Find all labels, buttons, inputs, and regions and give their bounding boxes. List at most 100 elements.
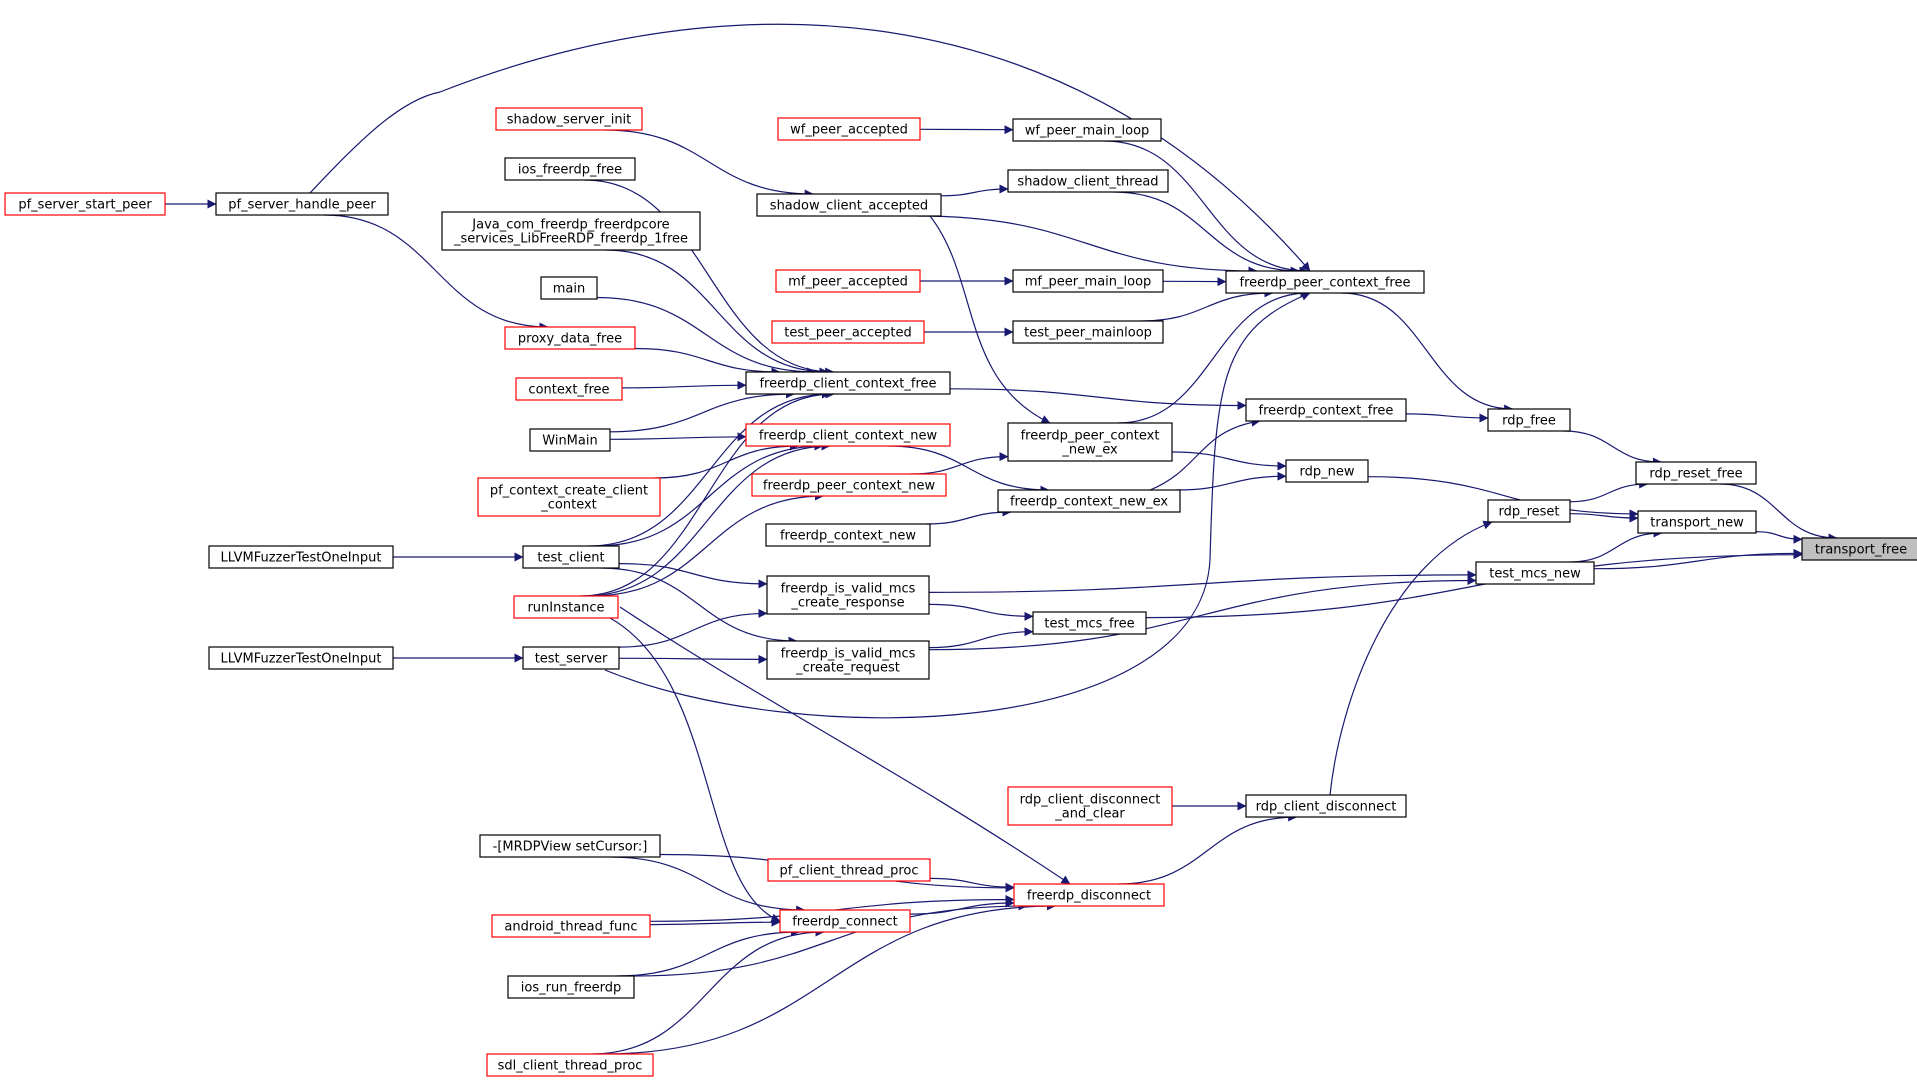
node-box: [751, 473, 947, 497]
node-freerdp-client-context-free[interactable]: freerdp_client_context_free: [745, 371, 951, 395]
node-pf-client-thread-proc[interactable]: pf_client_thread_proc: [767, 858, 931, 882]
node-freerdp-connect[interactable]: freerdp_connect: [779, 909, 911, 933]
node-test-mcs-new[interactable]: test_mcs_new: [1475, 561, 1595, 585]
node-freerdp-context-new-ex[interactable]: freerdp_context_new_ex: [997, 489, 1181, 513]
node-sdl-client-thread-proc[interactable]: sdl_client_thread_proc: [486, 1053, 654, 1077]
edge-transport_new-to-transport_free: [1755, 531, 1803, 544]
edge-pf_server_handle_peer-to-freerdp_peer_context_free: [309, 23, 1311, 272]
node-ios-run-freerdp[interactable]: ios_run_freerdp: [507, 975, 635, 999]
edge-path: [621, 380, 747, 390]
node-box: [1013, 883, 1165, 907]
edge-freerdp_context_free-to-rdp_free: [1405, 413, 1489, 423]
node-transport-new[interactable]: transport_new: [1637, 510, 1757, 534]
node-box: [504, 326, 636, 350]
edge-path: [604, 292, 1311, 719]
node-box: [495, 107, 643, 131]
node-proxy-data-free[interactable]: proxy_data_free: [504, 326, 636, 350]
function-nodes: transport_free rdp_reset_free transport_ne…: [4, 107, 1917, 1077]
node-freerdp-peer-context-free[interactable]: freerdp_peer_context_free: [1225, 270, 1425, 294]
node-llvm-fuzzer-1[interactable]: LLVMFuzzerTestOneInput: [208, 545, 394, 569]
node-ios-freerdp-free[interactable]: ios_freerdp_free: [504, 157, 636, 181]
node-rdp-reset-free[interactable]: rdp_reset_free: [1635, 461, 1757, 485]
edge-freerdp_peer_context_new_ex-to-rdp_new: [1171, 451, 1287, 471]
node-freerdp-client-context-new[interactable]: freerdp_client_context_new: [745, 423, 951, 447]
edge-test_server-to-freerdp_peer_context_free: [604, 292, 1311, 719]
node-box: [765, 523, 931, 547]
node-rdp-client-disconnect[interactable]: rdp_client_disconnect: [1245, 794, 1407, 818]
node-pf-server-start-peer[interactable]: pf_server_start_peer: [4, 192, 166, 216]
node-main[interactable]: main: [540, 276, 598, 300]
node-freerdp-context-new[interactable]: freerdp_context_new: [765, 523, 931, 547]
edge-path: [604, 129, 814, 199]
node-mf-peer-accepted[interactable]: mf_peer_accepted: [775, 269, 921, 293]
node-label-line: rdp_new: [1300, 465, 1355, 480]
node-box: [4, 192, 166, 216]
node-WinMain[interactable]: WinMain: [529, 428, 611, 452]
node-test-mcs-free[interactable]: test_mcs_free: [1032, 611, 1147, 635]
edge-freerdp_is_valid_mcs_create_request-to-test_mcs_free: [928, 627, 1034, 649]
edge-path: [1367, 476, 1639, 519]
node-freerdp-context-free[interactable]: freerdp_context_free: [1245, 398, 1407, 422]
node-box: [1007, 786, 1173, 826]
node-box: [540, 276, 598, 300]
edge-path: [888, 445, 1050, 495]
edge-path: [583, 441, 831, 597]
node-rdp-free[interactable]: rdp_free: [1487, 408, 1571, 432]
edge-path: [940, 184, 1009, 197]
node-pf-context-create-client-context[interactable]: pf_context_create_client_context: [477, 477, 661, 517]
node-android-thread-func[interactable]: android_thread_func: [491, 914, 651, 938]
edge-path: [600, 567, 798, 646]
edge-context_free-to-freerdp_client_context_free: [621, 380, 747, 390]
node-shadow-server-init[interactable]: shadow_server_init: [495, 107, 643, 131]
edge-path: [605, 249, 829, 377]
edge-path: [579, 389, 835, 597]
node-label-line: freerdp_peer_context_free: [1240, 276, 1411, 291]
edge-pf_context_create_client_context-to-freerdp_client_context_new: [654, 441, 799, 479]
edge-path: [1341, 292, 1514, 414]
node-mf-peer-main-loop[interactable]: mf_peer_main_loop: [1012, 269, 1164, 293]
node-rdp-client-disconnect-and-clear[interactable]: rdp_client_disconnect_and_clear: [1007, 786, 1173, 826]
node-label-line: sdl_client_thread_proc: [498, 1059, 643, 1074]
node-test-peer-mainloop[interactable]: test_peer_mainloop: [1012, 320, 1164, 344]
node-freerdp-peer-context-new[interactable]: freerdp_peer_context_new: [751, 473, 947, 497]
node-shadow-client-accepted[interactable]: shadow_client_accepted: [756, 193, 942, 217]
node-box: [208, 646, 394, 670]
node-label-line: LLVMFuzzerTestOneInput: [221, 652, 382, 667]
edge-test_mcs_new-to-transport_new: [1569, 528, 1663, 563]
node-freerdp-disconnect[interactable]: freerdp_disconnect: [1013, 883, 1165, 907]
edge-pf_server_handle_peer-to-proxy_data_free: [323, 214, 549, 332]
node-runInstance[interactable]: runInstance: [513, 595, 619, 619]
node-label-line: _context: [540, 498, 597, 513]
node-llvm-fuzzer-2[interactable]: LLVMFuzzerTestOneInput: [208, 646, 394, 670]
node-transport-free[interactable]: transport_free: [1801, 537, 1917, 561]
node-label-line: _new_ex: [1061, 443, 1118, 458]
edge-rdp_client_disconnect-to-rdp_reset: [1329, 520, 1493, 796]
node-wf-peer-accepted[interactable]: wf_peer_accepted: [777, 117, 921, 141]
node-java-free[interactable]: Java_com_freerdp_freerdpcore_services_Li…: [441, 211, 701, 251]
node-freerdp-is-valid-mcs-create-request[interactable]: freerdp_is_valid_mcs_create_request: [766, 640, 930, 680]
node-shadow-client-thread[interactable]: shadow_client_thread: [1007, 169, 1169, 193]
edge-path: [1569, 513, 1639, 523]
edge-path: [1145, 550, 1803, 619]
node-freerdp-is-valid-mcs-create-response[interactable]: freerdp_is_valid_mcs_create_response: [766, 575, 930, 615]
edge-path: [634, 347, 781, 377]
edge-test_client-to-freerdp_client_context_new: [595, 441, 824, 547]
node-wf-peer-main-loop[interactable]: wf_peer_main_loop: [1012, 118, 1162, 142]
node-label-line: freerdp_client_context_free: [759, 377, 936, 392]
node-rdp-new[interactable]: rdp_new: [1285, 459, 1369, 483]
node-box: [486, 1053, 654, 1077]
node-test-server[interactable]: test_server: [522, 646, 620, 670]
node-test-peer-accepted[interactable]: test_peer_accepted: [771, 320, 925, 344]
node-mrdpview-setcursor[interactable]: -[MRDPView setCursor:]: [479, 834, 661, 858]
node-label-line: ios_run_freerdp: [521, 981, 621, 996]
node-test-client[interactable]: test_client: [522, 545, 620, 569]
node-box: [522, 545, 620, 569]
node-context-free[interactable]: context_free: [515, 377, 623, 401]
node-rdp-reset[interactable]: rdp_reset: [1487, 499, 1571, 523]
node-pf-server-handle-peer[interactable]: pf_server_handle_peer: [215, 192, 389, 216]
node-label-line: freerdp_context_new: [780, 529, 916, 544]
node-freerdp-peer-context-new-ex[interactable]: freerdp_peer_context_new_ex: [1007, 422, 1173, 462]
edge-path: [1569, 479, 1649, 503]
edge-path: [1329, 520, 1493, 796]
node-box: [515, 377, 623, 401]
